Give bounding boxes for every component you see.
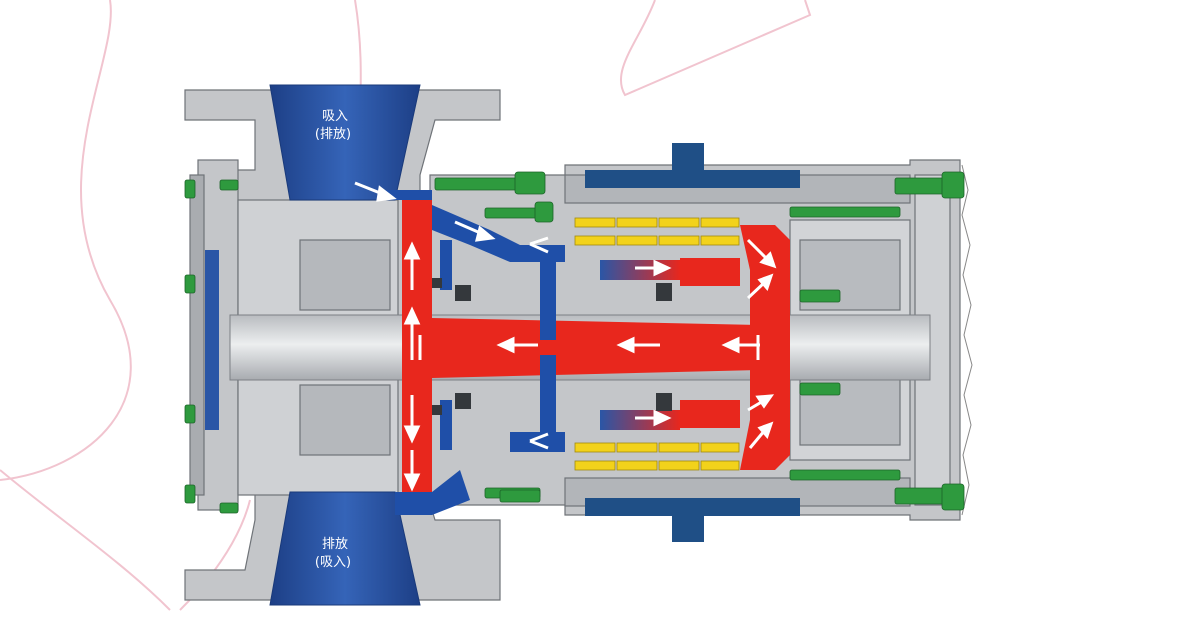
- flow-arrows: [354, 181, 777, 492]
- top-port-label-line2: (排放): [315, 127, 351, 142]
- bottom-port-label-line1: 排放: [322, 537, 348, 552]
- top-port-label-line1: 吸入: [322, 109, 348, 124]
- shaft-end-marks: [418, 335, 760, 360]
- bottom-port: [269, 491, 421, 606]
- top-port: [269, 84, 421, 201]
- magnet-rows: [574, 217, 740, 471]
- gap-flow-bottom: [600, 410, 680, 430]
- casing-seal-strip: [205, 250, 219, 430]
- gap-flow-top: [600, 260, 680, 280]
- cold-fluid-path: [385, 190, 565, 515]
- bearings: [432, 278, 672, 415]
- bottom-port-label-line2: (吸入): [315, 555, 351, 570]
- motor-cooling-bands: [585, 143, 800, 542]
- green-bolts: [184, 171, 965, 514]
- break-line: [961, 164, 973, 516]
